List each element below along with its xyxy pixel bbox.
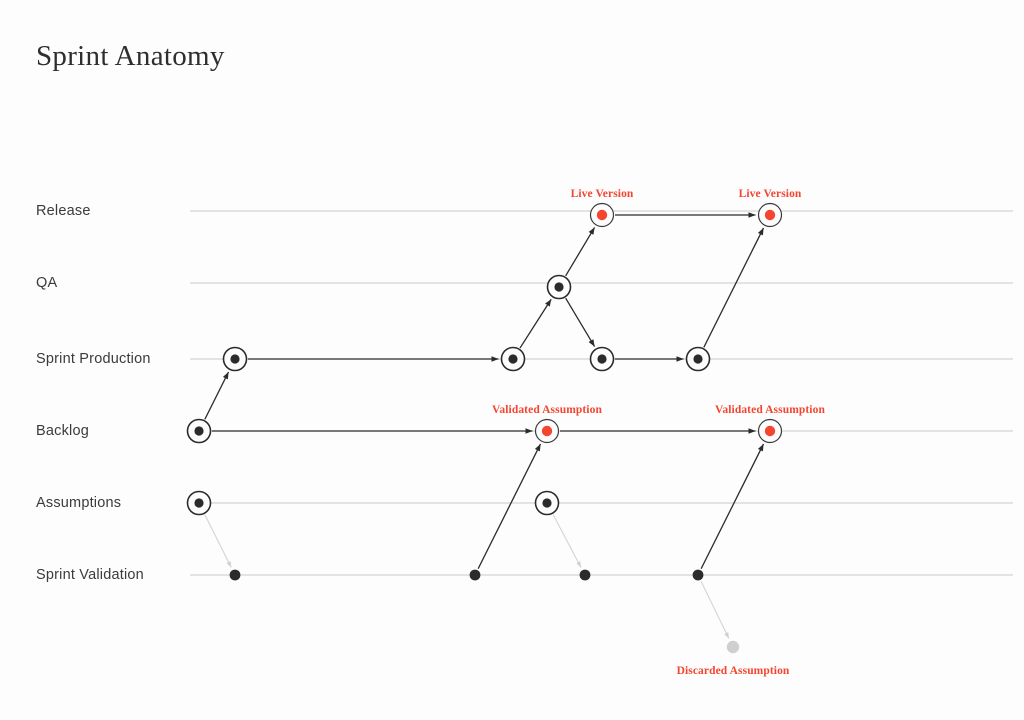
node-n13[interactable]	[229, 569, 241, 581]
node-n5[interactable]	[500, 346, 526, 372]
edge-n3-to-n6	[565, 297, 596, 347]
node-core-icon	[693, 354, 703, 364]
node-n3[interactable]	[546, 274, 572, 300]
edge-n8-to-n4	[204, 371, 230, 420]
node-n8[interactable]	[186, 418, 212, 444]
node-core-icon	[596, 209, 608, 221]
edge-lines-group	[204, 212, 765, 639]
node-n4[interactable]	[222, 346, 248, 372]
annotation-a2: Live Version	[738, 188, 802, 200]
node-n9[interactable]	[534, 418, 560, 444]
edge-n5-to-n3	[519, 298, 552, 349]
lane-label-release: Release	[36, 203, 91, 219]
edge-n7-to-n2	[703, 227, 765, 348]
edge-n16-to-n17	[700, 581, 730, 639]
node-core-icon	[508, 354, 518, 364]
node-core-icon	[554, 282, 564, 292]
node-core-icon	[764, 209, 776, 221]
lane-label-sprint_production: Sprint Production	[36, 351, 151, 367]
node-n16[interactable]	[692, 569, 704, 581]
node-n11[interactable]	[186, 490, 212, 516]
discarded-dot-icon	[726, 640, 740, 654]
lane-label-qa: QA	[36, 275, 58, 291]
annotation-a4: Validated Assumption	[715, 404, 825, 416]
annotation-a3: Validated Assumption	[492, 404, 602, 416]
lane-label-assumptions: Assumptions	[36, 495, 122, 511]
edge-n16-to-n10	[700, 443, 765, 570]
edge-n3-to-n1	[565, 227, 596, 277]
node-n6[interactable]	[589, 346, 615, 372]
node-core-icon	[764, 425, 776, 437]
annotation-a5: Discarded Assumption	[676, 665, 790, 677]
page-title: Sprint Anatomy	[36, 40, 225, 72]
node-n2[interactable]	[757, 202, 783, 228]
node-core-icon	[230, 354, 240, 364]
validation-dot-icon	[229, 569, 241, 581]
edge-n11-to-n13	[204, 514, 232, 568]
node-n1[interactable]	[589, 202, 615, 228]
node-n12[interactable]	[534, 490, 560, 516]
lane-label-backlog: Backlog	[36, 423, 89, 439]
node-n17[interactable]	[726, 640, 740, 654]
edge-n12-to-n15	[552, 514, 582, 568]
node-core-icon	[597, 354, 607, 364]
node-n15[interactable]	[579, 569, 591, 581]
validation-dot-icon	[692, 569, 704, 581]
node-n7[interactable]	[685, 346, 711, 372]
validation-dot-icon	[469, 569, 481, 581]
lane-label-sprint_validation: Sprint Validation	[36, 567, 144, 583]
node-marks-group	[186, 202, 783, 654]
node-n14[interactable]	[469, 569, 481, 581]
validation-dot-icon	[579, 569, 591, 581]
annotation-a1: Live Version	[570, 188, 634, 200]
node-core-icon	[194, 426, 204, 436]
node-core-icon	[542, 498, 552, 508]
node-core-icon	[194, 498, 204, 508]
lane-lines-group	[190, 210, 1013, 576]
node-n10[interactable]	[757, 418, 783, 444]
edge-n14-to-n9	[477, 443, 542, 570]
node-core-icon	[541, 425, 553, 437]
